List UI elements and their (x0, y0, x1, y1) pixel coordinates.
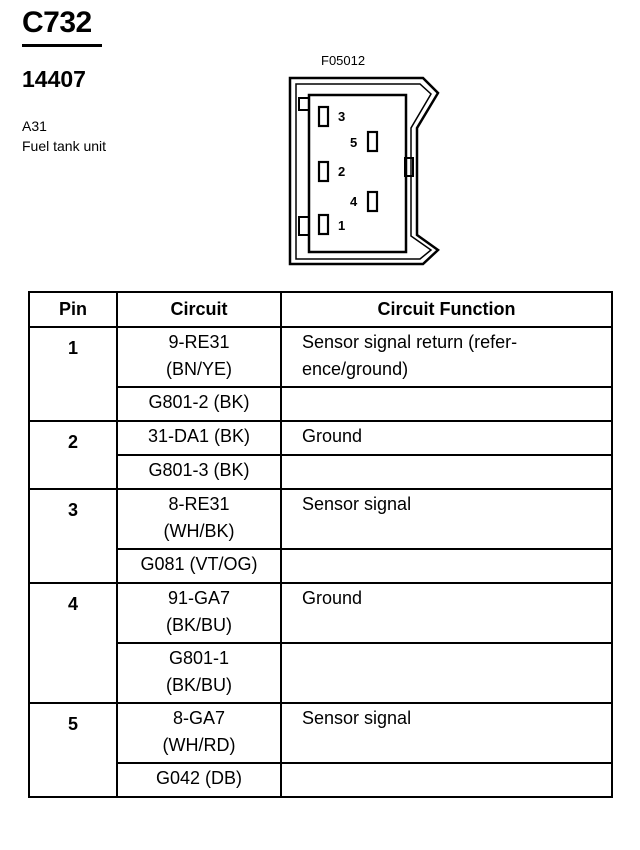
circuit-line: (BN/YE) (165, 359, 232, 379)
pin-label-5: 5 (350, 135, 358, 150)
circuit-cell: 91-GA7 (BK/BU) (116, 582, 282, 644)
pin-number-cell: 5 (28, 702, 118, 798)
circuit-function-cell (280, 386, 613, 422)
table-row: 4 91-GA7 (BK/BU) Ground (28, 582, 613, 704)
pin-number-cell: 3 (28, 488, 118, 584)
latch-tab-bottom (298, 216, 310, 236)
connector-id: C732 (22, 6, 92, 39)
circuit-cell: G801-1 (BK/BU) (116, 642, 282, 704)
figure-code: F05012 (321, 53, 366, 68)
pin-label-3: 3 (338, 109, 346, 124)
circuit-line: (WH/RD) (162, 735, 236, 755)
latch-tab-top (298, 97, 310, 111)
circuit-cell: 8-GA7 (WH/RD) (116, 702, 282, 764)
keyway (404, 157, 414, 177)
circuit-function-cell: Sensor signal (280, 702, 613, 764)
component-ref: A31 (22, 118, 47, 134)
circuit-cell: 8-RE31 (WH/BK) (116, 488, 282, 550)
terminal-1 (317, 213, 330, 236)
circuit-function-line: Sensor signal return (refer- (302, 332, 518, 352)
circuit-line: G081 (VT/OG) (140, 554, 258, 574)
circuit-cell: G081 (VT/OG) (116, 548, 282, 584)
pin-label-4: 4 (350, 194, 358, 209)
table-row: G081 (VT/OG) (29, 548, 613, 584)
terminal-5 (366, 130, 379, 153)
circuit-line: G801-3 (BK) (148, 460, 250, 480)
circuit-line: (BK/BU) (165, 675, 232, 695)
circuit-line: 9-RE31 (168, 332, 230, 352)
circuit-cell: 31-DA1 (BK) (116, 420, 282, 456)
table-row: G801-2 (BK) (29, 386, 613, 422)
circuit-line: 8-GA7 (172, 708, 226, 728)
pin-number-cell: 2 (28, 420, 118, 490)
circuit-function-cell (280, 642, 613, 704)
housing-outline (288, 76, 440, 266)
terminal-3 (317, 105, 330, 128)
circuit-function-line: Sensor signal (302, 708, 412, 728)
circuit-function-cell: Ground (280, 420, 613, 456)
circuit-line: 91-GA7 (167, 588, 231, 608)
part-number: 14407 (22, 66, 86, 92)
header-circuit: Circuit (116, 291, 282, 328)
circuit-cell: 9-RE31 (BN/YE) (116, 326, 282, 388)
circuit-cell: G801-3 (BK) (116, 454, 282, 490)
circuit-cell: G042 (DB) (116, 762, 282, 798)
circuit-line: G801-1 (168, 648, 230, 668)
pin-table: Pin Circuit Circuit Function 1 9-RE31 (BN/… (28, 291, 613, 798)
circuit-line: 8-RE31 (168, 494, 230, 514)
header-pin: Pin (28, 291, 118, 328)
table-row: G801-3 (BK) (29, 454, 613, 490)
table-row: 5 8-GA7 (WH/RD) Sensor signal (28, 702, 613, 798)
circuit-line: G801-2 (BK) (148, 392, 250, 412)
circuit-function-cell: Ground (280, 582, 613, 644)
table-row: 1 9-RE31 (BN/YE) Sensor signal return (refe… (28, 326, 613, 422)
circuit-line: (BK/BU) (165, 615, 232, 635)
table-row: 3 8-RE31 (WH/BK) Sensor signal (28, 488, 613, 584)
cavity-block (307, 93, 408, 254)
housing-inner (295, 83, 433, 260)
circuit-function-cell (280, 454, 613, 490)
component-name: Fuel tank unit (22, 138, 107, 154)
pin-label-2: 2 (338, 164, 346, 179)
table-row: 2 31-DA1 (BK) Ground (28, 420, 613, 490)
circuit-function-cell: Sensor signal return (refer-ence/ground) (280, 326, 613, 388)
circuit-line: 31-DA1 (BK) (147, 426, 251, 446)
connector-face-diagram (288, 76, 440, 266)
circuit-function-line: Ground (302, 426, 363, 446)
table-header-row: Pin Circuit Circuit Function (28, 291, 613, 328)
header-circuit-function: Circuit Function (280, 291, 613, 328)
circuit-function-line: Sensor signal (302, 494, 412, 514)
circuit-function-cell: Sensor signal (280, 488, 613, 550)
circuit-function-line: ence/ground) (302, 359, 409, 379)
pin-label-1: 1 (338, 218, 346, 233)
circuit-function-cell (280, 762, 613, 798)
table-row: G042 (DB) (29, 762, 613, 798)
circuit-cell: G801-2 (BK) (116, 386, 282, 422)
pin-number-cell: 4 (28, 582, 118, 704)
table-row: G801-1 (BK/BU) (29, 642, 613, 704)
terminal-4 (366, 190, 379, 213)
circuit-line: (WH/BK) (163, 521, 235, 541)
circuit-function-cell (280, 548, 613, 584)
pin-number-cell: 1 (28, 326, 118, 422)
circuit-line: G042 (DB) (155, 768, 243, 788)
pin-table-body: 1 9-RE31 (BN/YE) Sensor signal return (refe… (28, 326, 613, 798)
circuit-function-line: Ground (302, 588, 363, 608)
connector-id-underline (22, 44, 102, 47)
terminal-2 (317, 160, 330, 183)
